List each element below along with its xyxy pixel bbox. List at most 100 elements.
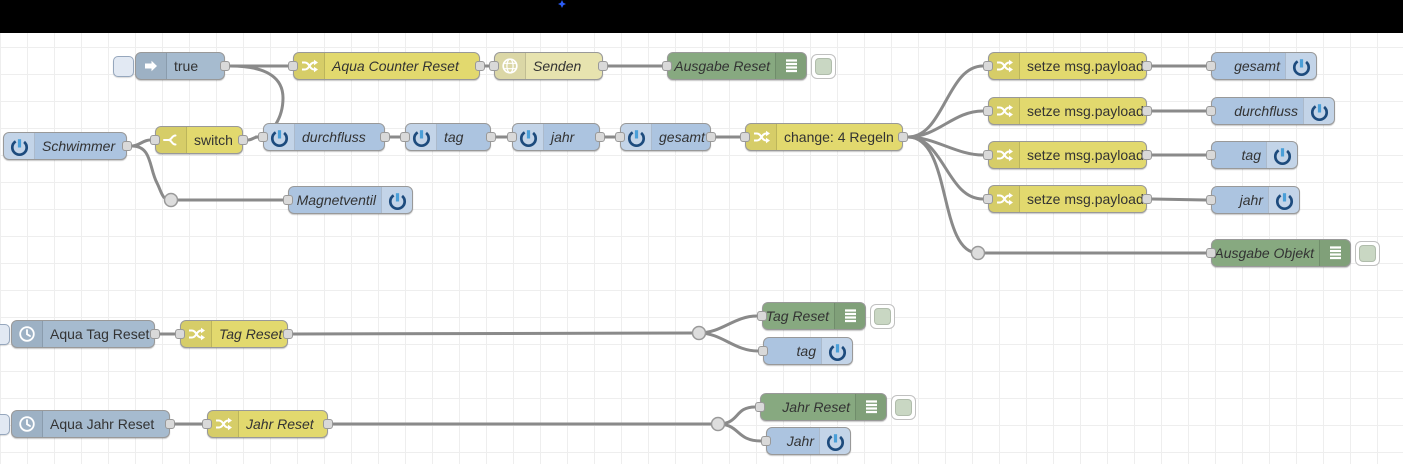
input-port[interactable] xyxy=(1206,106,1216,116)
input-port[interactable] xyxy=(755,402,765,412)
node-label: Aqua Jahr Reset xyxy=(50,416,155,432)
ui-tag-node[interactable]: tag xyxy=(400,123,496,151)
ui-durchfluss-node[interactable]: durchfluss xyxy=(258,123,390,151)
output-port[interactable] xyxy=(220,61,230,71)
junction-magnetventil[interactable] xyxy=(163,192,179,208)
output-port[interactable] xyxy=(898,132,908,142)
input-port[interactable] xyxy=(489,61,499,71)
node-label: Jahr Reset xyxy=(246,416,314,432)
input-port[interactable] xyxy=(288,61,298,71)
input-port[interactable] xyxy=(258,132,268,142)
ui-durchfluss-out-node[interactable]: durchfluss xyxy=(1206,97,1335,125)
change-setze-payload-1-node[interactable]: setze msg.payload xyxy=(983,52,1152,80)
input-port[interactable] xyxy=(740,132,750,142)
inject-true-node[interactable]: true xyxy=(135,52,230,80)
input-port[interactable] xyxy=(507,132,517,142)
junction-jahr[interactable] xyxy=(710,416,726,432)
debug-jahr-reset-node[interactable]: Jahr Reset xyxy=(755,393,887,421)
wire-change-tag-reset-to-junction-tag[interactable] xyxy=(291,331,701,336)
input-port[interactable] xyxy=(983,150,993,160)
debug-jahr-reset-toggle-button[interactable] xyxy=(891,395,916,420)
debug-tag-reset-toggle-button[interactable] xyxy=(870,304,895,329)
power-icon xyxy=(1303,98,1334,124)
output-port[interactable] xyxy=(1142,61,1152,71)
change-4-regeln-node[interactable]: change: 4 Regeln xyxy=(740,123,908,151)
ui-tag-out2-node[interactable]: tag xyxy=(758,337,853,365)
ui-magnetventil-node[interactable]: Magnetventil xyxy=(283,186,413,214)
output-port[interactable] xyxy=(150,329,160,339)
input-port[interactable] xyxy=(283,195,293,205)
output-port[interactable] xyxy=(486,132,496,142)
ui-tag-out-node[interactable]: tag xyxy=(1206,141,1298,169)
input-port[interactable] xyxy=(983,106,993,116)
input-port[interactable] xyxy=(202,419,212,429)
wire-ui-schwimmer-to-junction-magnetventil[interactable] xyxy=(130,144,173,202)
wire-change-4-regeln-to-junction-ausgabe-objekt[interactable] xyxy=(906,135,980,255)
ui-jahr-node[interactable]: jahr xyxy=(507,123,605,151)
ui-jahr-out-node[interactable]: jahr xyxy=(1206,186,1300,214)
change-setze-payload-4-node[interactable]: setze msg.payload xyxy=(983,185,1152,213)
wire-junction-tag-to-debug-tag-reset[interactable] xyxy=(697,314,759,335)
input-port[interactable] xyxy=(400,132,410,142)
input-port[interactable] xyxy=(983,194,993,204)
input-port[interactable] xyxy=(662,61,672,71)
inject-aqua-jahr-reset-node[interactable]: Aqua Jahr Reset xyxy=(11,410,175,438)
input-port[interactable] xyxy=(758,346,768,356)
change-aqua-counter-reset-node[interactable]: Aqua Counter Reset xyxy=(288,52,485,80)
switch-node[interactable]: switch xyxy=(150,126,248,154)
shuffle-icon xyxy=(294,53,325,79)
inject-true-inject-button[interactable] xyxy=(113,56,134,77)
output-port[interactable] xyxy=(165,419,175,429)
node-label: Schwimmer xyxy=(42,138,116,154)
change-setze-payload-3-node[interactable]: setze msg.payload xyxy=(983,141,1152,169)
ui-schwimmer-node[interactable]: Schwimmer xyxy=(3,132,132,160)
input-port[interactable] xyxy=(757,311,767,321)
debug-tag-reset-node[interactable]: Tag Reset xyxy=(757,302,866,330)
change-setze-payload-2-node[interactable]: setze msg.payload xyxy=(983,97,1152,125)
change-tag-reset-node[interactable]: Tag Reset xyxy=(175,320,293,348)
shuffle-icon xyxy=(989,53,1020,79)
wire-change-setze-payload-4-to-ui-jahr-out[interactable] xyxy=(1150,197,1208,202)
wire-switch-to-ui-durchfluss[interactable] xyxy=(246,135,260,142)
output-port[interactable] xyxy=(1142,150,1152,160)
output-port[interactable] xyxy=(238,135,248,145)
wire-junction-tag-to-ui-tag-out2[interactable] xyxy=(697,331,760,353)
wire-change-4-regeln-to-change-setze-payload-1[interactable] xyxy=(906,64,985,139)
ui-gesamt-node[interactable]: gesamt xyxy=(615,123,716,151)
input-port[interactable] xyxy=(1206,248,1216,258)
output-port[interactable] xyxy=(1142,106,1152,116)
junction-tag[interactable] xyxy=(691,325,707,341)
ui-jahr-out2-node[interactable]: Jahr xyxy=(761,427,851,455)
change-jahr-reset-node[interactable]: Jahr Reset xyxy=(202,410,333,438)
inject-aqua-tag-reset-inject-button[interactable] xyxy=(0,324,10,345)
link-senden-node[interactable]: Senden xyxy=(489,52,608,80)
debug-ausgabe-reset-toggle-button[interactable] xyxy=(811,54,836,79)
output-port[interactable] xyxy=(595,132,605,142)
input-port[interactable] xyxy=(1206,150,1216,160)
inject-aqua-tag-reset-node[interactable]: Aqua Tag Reset xyxy=(11,320,160,348)
input-port[interactable] xyxy=(615,132,625,142)
output-port[interactable] xyxy=(598,61,608,71)
output-port[interactable] xyxy=(283,329,293,339)
debug-ausgabe-reset-node[interactable]: Ausgabe Reset xyxy=(662,52,807,80)
output-port[interactable] xyxy=(475,61,485,71)
input-port[interactable] xyxy=(761,436,771,446)
input-port[interactable] xyxy=(175,329,185,339)
input-port[interactable] xyxy=(150,135,160,145)
shuffle-icon xyxy=(989,142,1020,168)
output-port[interactable] xyxy=(323,419,333,429)
power-icon xyxy=(1266,142,1297,168)
input-port[interactable] xyxy=(983,61,993,71)
ui-gesamt-out-node[interactable]: gesamt xyxy=(1206,52,1317,80)
debug-ausgabe-objekt-toggle-button[interactable] xyxy=(1355,241,1380,266)
inject-aqua-jahr-reset-inject-button[interactable] xyxy=(0,414,10,435)
output-port[interactable] xyxy=(1142,194,1152,204)
input-port[interactable] xyxy=(1206,195,1216,205)
junction-ausgabe-objekt[interactable] xyxy=(970,245,986,261)
output-port[interactable] xyxy=(706,132,716,142)
output-port[interactable] xyxy=(122,141,132,151)
input-port[interactable] xyxy=(1206,61,1216,71)
output-port[interactable] xyxy=(380,132,390,142)
debug-ausgabe-objekt-node[interactable]: Ausgabe Objekt xyxy=(1206,239,1351,267)
